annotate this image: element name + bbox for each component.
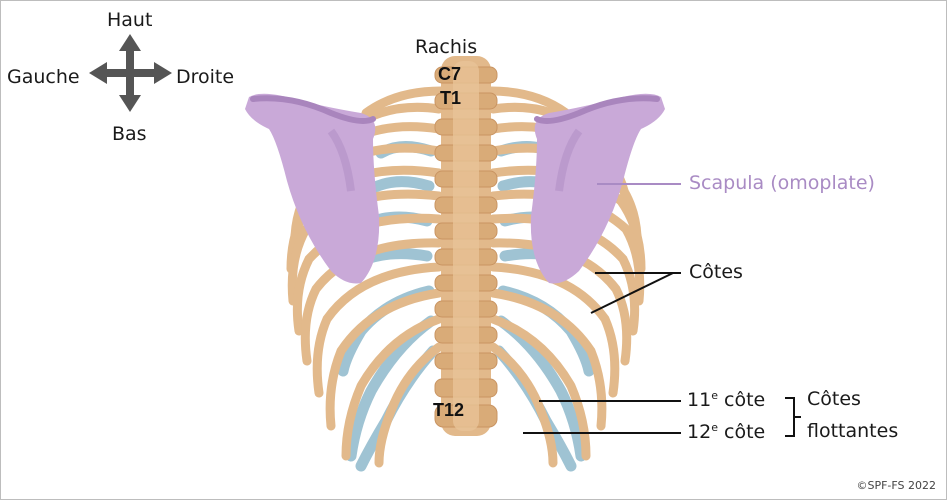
- scapula-label: Scapula (omoplate): [689, 172, 875, 194]
- rib-11-ordinal: e: [711, 389, 718, 402]
- right-scapula: [530, 93, 665, 284]
- copyright-text: ©SPF-FS 2022: [856, 479, 936, 492]
- rib-12-label: 12e côte: [687, 422, 765, 442]
- compass-down-label: Bas: [112, 123, 147, 145]
- rib-12-number: 12: [687, 421, 712, 443]
- rib-12-ordinal: e: [711, 421, 718, 434]
- t12-label: T12: [433, 400, 465, 420]
- leader-lines: [523, 183, 801, 437]
- c7-label: C7: [438, 64, 462, 84]
- rib-12-word: côte: [717, 421, 766, 443]
- t1-label: T1: [440, 88, 462, 108]
- floating-ribs-label-line1: Côtes: [807, 388, 861, 410]
- rib-11-label: 11e côte: [687, 390, 765, 410]
- spine-column: [434, 56, 498, 436]
- compass-right-label: Droite: [176, 66, 235, 88]
- compass-icon: [89, 34, 172, 112]
- compass-left-label: Gauche: [7, 66, 80, 88]
- compass-up-label: Haut: [107, 9, 153, 31]
- ribs-label: Côtes: [689, 261, 743, 283]
- rib-11-number: 11: [687, 389, 712, 411]
- rib-11-word: côte: [717, 389, 766, 411]
- left-scapula: [245, 93, 380, 284]
- spine-title-label: Rachis: [415, 36, 478, 58]
- floating-ribs-label-line2: flottantes: [807, 420, 899, 442]
